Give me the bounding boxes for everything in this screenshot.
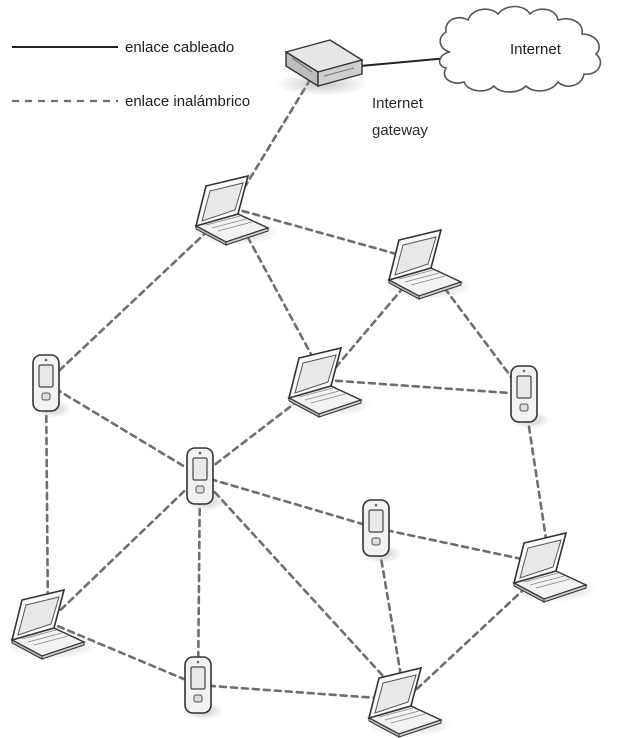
phone-icon bbox=[510, 365, 538, 423]
wireless-link-phone-3-laptop-5 bbox=[46, 474, 202, 624]
phone-icon bbox=[32, 354, 60, 412]
phone-icon bbox=[184, 656, 212, 714]
wireless-link-laptop-1-phone-1 bbox=[44, 206, 234, 385]
wireless-link-phone-3-phone-4 bbox=[198, 474, 378, 530]
phone-1 bbox=[32, 354, 72, 418]
router-icon bbox=[284, 39, 364, 88]
phone-icon bbox=[362, 499, 390, 557]
legend-wireless-label: enlace inalámbrico bbox=[125, 93, 250, 110]
legend-wired-label: enlace cableado bbox=[125, 39, 234, 56]
wireless-link-phone-3-phone-5 bbox=[196, 474, 202, 687]
laptop-icon bbox=[10, 588, 86, 660]
laptop-4 bbox=[510, 531, 598, 603]
wireless-link-laptop-3-phone-2 bbox=[323, 378, 526, 396]
laptop-1 bbox=[192, 174, 280, 246]
cloud-icon bbox=[438, 5, 602, 93]
laptop-3 bbox=[285, 346, 373, 418]
phone-icon bbox=[186, 447, 214, 505]
wireless-link-laptop-1-laptop-2 bbox=[230, 206, 427, 264]
wireless-link-phone-3-laptop-6 bbox=[198, 474, 407, 702]
legend: enlace cableado enlace inalámbrico bbox=[12, 39, 250, 110]
wireless-link-phone-1-phone-3 bbox=[44, 381, 202, 478]
wireless-link-laptop-5-phone-5 bbox=[46, 620, 200, 687]
laptop-5 bbox=[8, 588, 96, 660]
laptop-icon bbox=[512, 531, 588, 603]
gateway-label-line1: Internet bbox=[372, 95, 424, 112]
wireless-link-phone-5-laptop-6 bbox=[196, 683, 407, 702]
laptop-icon bbox=[367, 666, 443, 738]
phone-5 bbox=[184, 656, 224, 720]
gateway-label-line2: gateway bbox=[372, 122, 428, 139]
nodes-layer bbox=[8, 174, 598, 738]
internet-label: Internet bbox=[510, 41, 562, 58]
laptop-icon bbox=[287, 346, 363, 418]
laptop-6 bbox=[365, 666, 453, 738]
phone-2 bbox=[510, 365, 550, 429]
phone-4 bbox=[362, 499, 402, 563]
wireless-link-phone-1-laptop-5 bbox=[44, 381, 50, 624]
internet-cloud: Internet bbox=[438, 5, 602, 93]
laptop-icon bbox=[194, 174, 270, 246]
laptop-2 bbox=[385, 228, 473, 300]
phone-3 bbox=[186, 447, 226, 511]
laptop-icon bbox=[387, 228, 463, 300]
gateway-router bbox=[276, 39, 368, 96]
